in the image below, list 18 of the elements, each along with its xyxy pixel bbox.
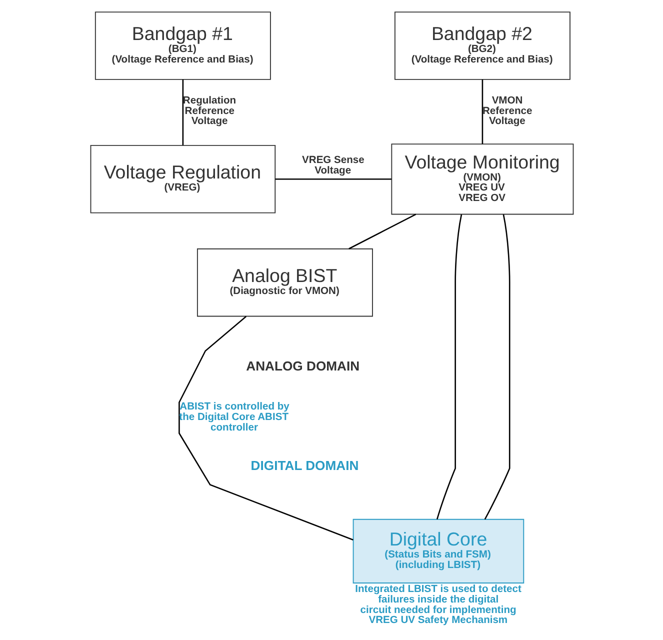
connector [484, 214, 510, 520]
connector [182, 80, 184, 146]
node-box: Analog BIST (Diagnostic for VMON) [196, 248, 372, 317]
edge-label: VREG Sense Voltage [302, 155, 364, 176]
connector [348, 214, 416, 250]
node-box: Bandgap #1 (BG1) (Voltage Reference and Bias) [94, 12, 270, 80]
connector [481, 80, 483, 144]
label: DIGITAL DOMAIN [250, 458, 358, 473]
connector [274, 178, 391, 180]
node-box: Voltage Monitoring (VMON) VREG UV VREG OV [390, 144, 574, 215]
edge-label: VMON Reference Voltage [482, 96, 532, 128]
node-box: Voltage Regulation (VREG) [90, 144, 276, 214]
connector [178, 316, 353, 540]
edge-label: Regulation Reference Voltage [182, 96, 236, 128]
label: ANALOG DOMAIN [246, 358, 360, 374]
connector [436, 214, 462, 520]
node-box: Bandgap #2 (BG2) (Voltage Reference and Bias) [394, 12, 570, 80]
node-label: Integrated LBIST is used to detect failures inside the digital circuit needed for implementing VREG UV Safety Mechanism [354, 584, 521, 626]
